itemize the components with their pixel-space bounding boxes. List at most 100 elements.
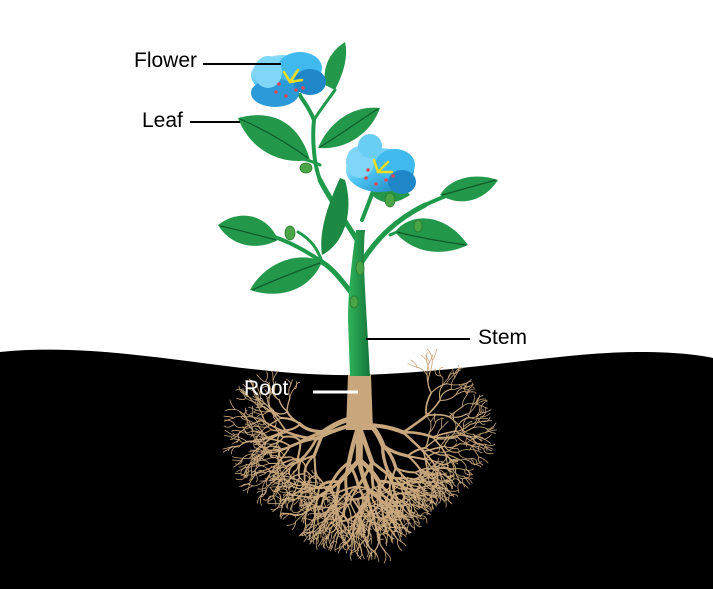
root-strand [277, 481, 281, 496]
buds [284, 162, 423, 309]
root-strand [428, 475, 437, 479]
root-strand [391, 477, 399, 500]
root-strand [394, 466, 409, 483]
root-strand [313, 454, 317, 477]
root-strand [396, 497, 410, 512]
root-strand [242, 485, 254, 492]
root-strand [315, 521, 320, 535]
root-strand [467, 404, 473, 419]
root-strand [272, 506, 283, 513]
leaf-mid-right [395, 218, 468, 252]
root-strand [275, 445, 292, 466]
root-strand [425, 447, 442, 456]
root-strand [252, 465, 259, 473]
root-strand [377, 526, 381, 536]
root-strand [301, 512, 308, 523]
root-strand [298, 528, 310, 537]
root-strand [239, 482, 251, 487]
root-strand [485, 429, 497, 434]
root-strand [272, 410, 288, 415]
leaf-far-right [440, 176, 498, 202]
root-strand [381, 443, 389, 471]
root-strand [413, 520, 422, 527]
root-strand [243, 467, 248, 479]
root-strand [301, 481, 312, 486]
root-strand [246, 440, 267, 443]
root-strand [232, 441, 248, 447]
root-strand [388, 527, 396, 538]
root-strand [328, 461, 351, 488]
root-strand [263, 495, 272, 501]
root-strand [428, 422, 436, 434]
root-strand [345, 503, 352, 521]
root-strand [357, 498, 360, 514]
root-strand [382, 533, 387, 544]
root-strand [428, 494, 435, 504]
root-strand [438, 448, 452, 453]
root-strand [412, 478, 431, 485]
root-strand [480, 413, 491, 418]
root-strand [483, 446, 494, 450]
root-strand [299, 499, 308, 505]
root-strand [414, 502, 420, 509]
root-strand [483, 448, 494, 455]
root-strand [480, 400, 488, 412]
root-strand [425, 399, 441, 417]
root-strand [454, 367, 464, 374]
root-strand [360, 510, 377, 524]
root-strand [248, 453, 254, 468]
root-strand [283, 481, 288, 490]
root-strand [429, 499, 434, 510]
root-strand [427, 348, 433, 361]
root-strand [289, 501, 294, 511]
root-strand [303, 532, 312, 542]
root-strand [431, 348, 437, 361]
root-strand [229, 399, 236, 411]
root-strand [425, 413, 450, 418]
root-strand [460, 481, 469, 489]
root-strand [454, 369, 462, 379]
root-strand [464, 469, 473, 476]
root-strand [437, 494, 441, 504]
root-strand [339, 541, 344, 550]
root-strand [422, 450, 429, 473]
root-strand [322, 512, 336, 517]
root-strand [272, 411, 288, 433]
root-strand [459, 459, 473, 464]
root-strand [250, 471, 256, 481]
root-strand [416, 366, 428, 377]
root-strand [391, 530, 396, 540]
root-strand [335, 530, 342, 543]
root-strand [478, 444, 483, 454]
root-strand [317, 505, 323, 523]
root-strand [455, 387, 466, 396]
root-strand [321, 529, 327, 539]
root-strand [258, 417, 265, 424]
root-strand [256, 490, 266, 494]
root-strand [478, 456, 489, 464]
root-strand [351, 543, 353, 556]
root-strand [420, 512, 431, 517]
root-strand [463, 384, 474, 387]
root-strand [234, 409, 247, 418]
root-strand [463, 421, 473, 427]
root-strand [271, 436, 284, 446]
root-strand [369, 522, 380, 527]
root-strand [365, 504, 372, 523]
root-strand [273, 486, 279, 499]
root-strand [259, 463, 278, 473]
root-strand [432, 491, 441, 496]
root-strand [441, 377, 449, 387]
root-strand [462, 403, 478, 407]
root-strand [325, 536, 329, 548]
root-strand [313, 477, 318, 486]
root-strand [432, 485, 440, 490]
root-strand [370, 521, 378, 533]
root-strand [377, 517, 380, 528]
root-strand [434, 460, 444, 466]
root-strand [351, 528, 354, 537]
root-strand [374, 503, 388, 512]
root-strand [329, 490, 337, 496]
root-strand [327, 522, 339, 531]
